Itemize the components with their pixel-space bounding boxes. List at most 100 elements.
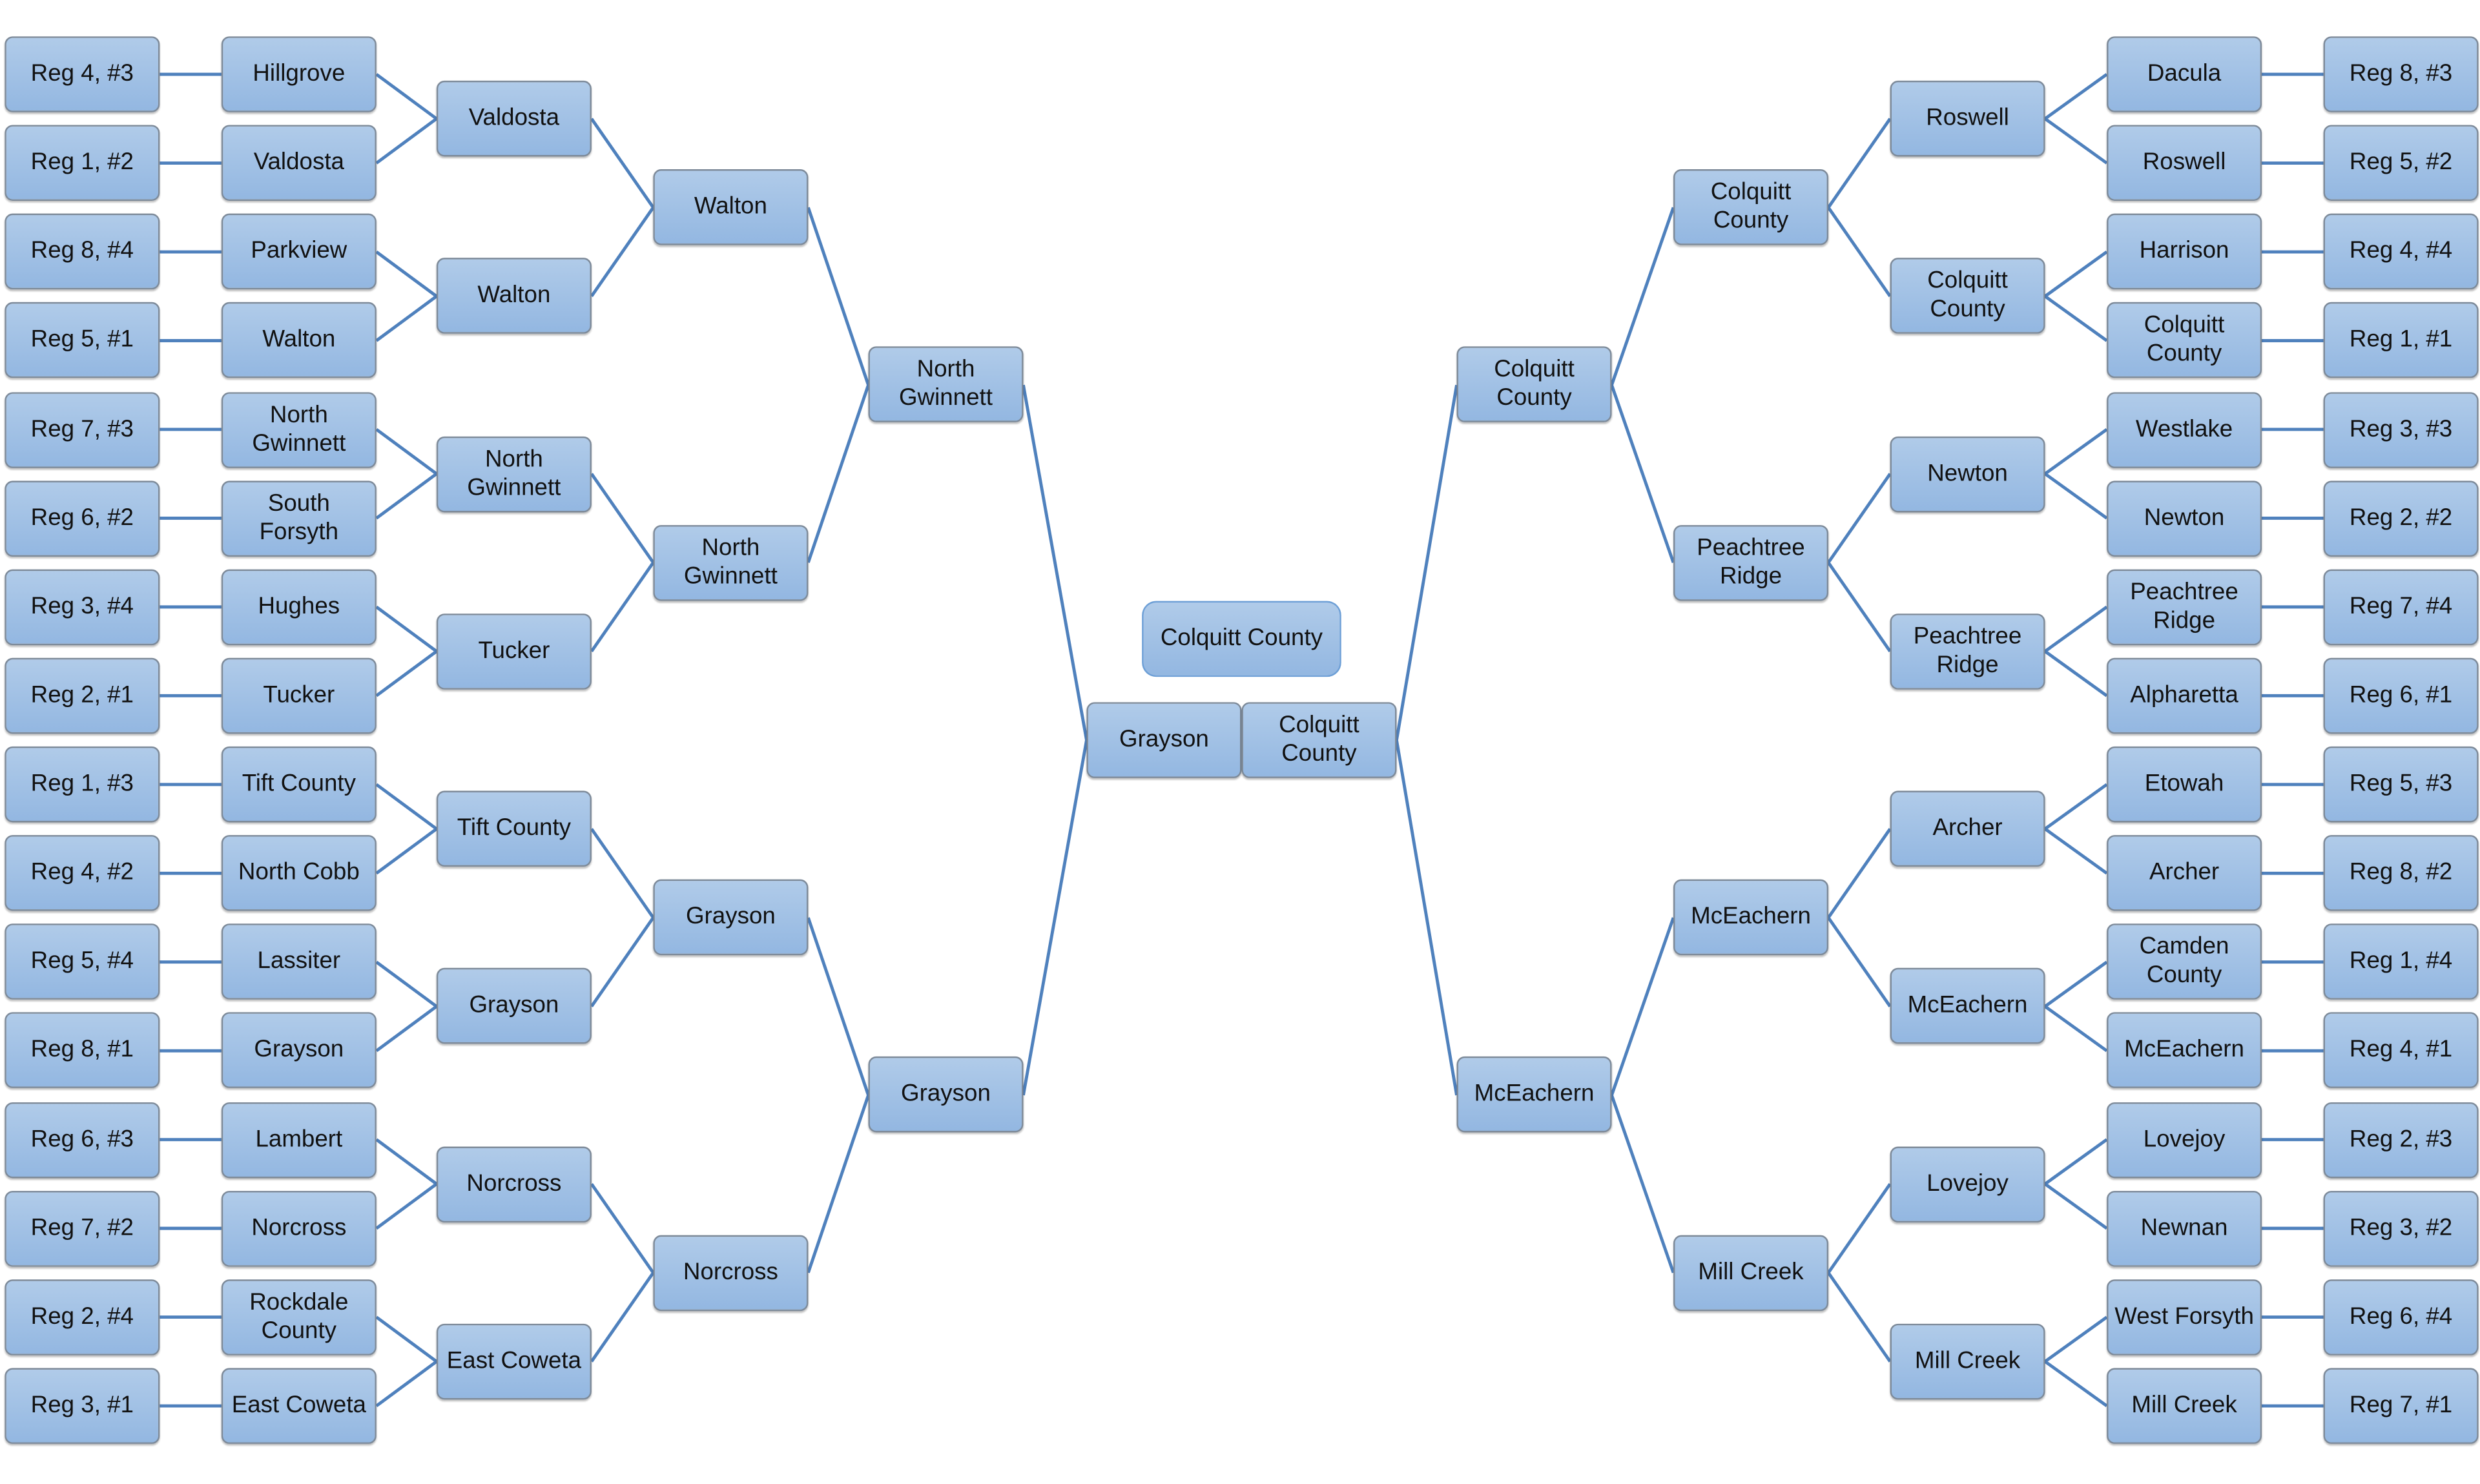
connector-line: [2044, 117, 2108, 165]
connector-line: [2044, 605, 2108, 653]
right-round1-box: Archer: [2107, 835, 2262, 912]
connector-line: [807, 917, 870, 1096]
left-round2-box: Tift County: [436, 790, 592, 867]
connector-line: [590, 561, 655, 653]
right-seed-box: Reg 1, #4: [2323, 923, 2479, 1000]
right-round2-box: McEachern: [1890, 968, 2045, 1045]
left-round1-box: Parkview: [221, 214, 377, 290]
right-round4-box: McEachern: [1456, 1057, 1612, 1133]
left-round1-box: Norcross: [221, 1190, 377, 1266]
left-round3-box: North Gwinnett: [653, 524, 809, 601]
connector-line: [1610, 384, 1675, 563]
connector-line: [807, 207, 870, 386]
connector-line: [1022, 739, 1088, 1096]
left-round1-box: East Coweta: [221, 1368, 377, 1444]
connector-line: [1827, 828, 1892, 919]
connector-line: [375, 783, 438, 830]
connector-line: [1610, 207, 1675, 386]
left-round2-box: Valdosta: [436, 81, 592, 157]
left-round1-box: South Forsyth: [221, 480, 377, 557]
left-seed-box: Reg 5, #4: [5, 923, 160, 1000]
connector-line: [1395, 739, 1458, 1096]
left-round1-box: North Gwinnett: [221, 391, 377, 468]
left-seed-box: Reg 4, #2: [5, 835, 160, 912]
right-round3-box: Colquitt County: [1673, 169, 1829, 246]
right-round1-box: Dacula: [2107, 36, 2262, 112]
left-round3-box: Grayson: [653, 880, 809, 956]
right-seed-box: Reg 3, #3: [2323, 391, 2479, 468]
connector-line: [375, 1360, 438, 1408]
connector-line: [2044, 1315, 2108, 1363]
connector-line: [1827, 118, 1892, 209]
connector-line: [375, 117, 438, 165]
left-round2-box: North Gwinnett: [436, 435, 592, 512]
connector-line: [375, 1005, 438, 1053]
left-round2-box: Norcross: [436, 1146, 592, 1222]
connector-line: [590, 916, 655, 1007]
right-seed-box: Reg 3, #2: [2323, 1190, 2479, 1266]
right-seed-box: Reg 2, #2: [2323, 480, 2479, 557]
connector-line: [375, 73, 438, 120]
connector-line: [375, 428, 438, 475]
left-round1-box: Grayson: [221, 1013, 377, 1089]
right-seed-box: Reg 6, #1: [2323, 657, 2479, 734]
right-round1-box: Harrison: [2107, 214, 2262, 290]
connector-line: [1610, 917, 1675, 1096]
right-round2-box: Lovejoy: [1890, 1146, 2045, 1222]
connector-line: [375, 827, 438, 875]
left-round1-box: Tucker: [221, 657, 377, 734]
connector-line: [1827, 916, 1892, 1007]
connector-line: [2044, 650, 2108, 697]
right-round1-box: Mill Creek: [2107, 1368, 2262, 1444]
connector-line: [1395, 384, 1458, 741]
right-round1-box: Peachtree Ridge: [2107, 569, 2262, 645]
right-round2-box: Newton: [1890, 435, 2045, 512]
connector-line: [590, 1272, 655, 1363]
left-seed-box: Reg 3, #4: [5, 569, 160, 645]
connector-line: [590, 118, 655, 209]
connector-line: [2044, 827, 2108, 875]
connector-line: [375, 650, 438, 697]
connector-line: [1827, 1272, 1892, 1363]
left-seed-box: Reg 7, #2: [5, 1190, 160, 1266]
left-round2-box: Walton: [436, 258, 592, 335]
connector-line: [2044, 783, 2108, 830]
right-round3-box: McEachern: [1673, 880, 1829, 956]
right-round1-box: Newnan: [2107, 1190, 2262, 1266]
connector-line: [375, 1315, 438, 1363]
right-round1-box: Etowah: [2107, 747, 2262, 823]
right-round1-box: Roswell: [2107, 125, 2262, 201]
connector-line: [375, 960, 438, 1008]
connector-line: [590, 828, 655, 919]
right-seed-box: Reg 1, #1: [2323, 302, 2479, 379]
left-round4-box: Grayson: [868, 1057, 1024, 1133]
connector-line: [375, 1182, 438, 1230]
connector-line: [1827, 473, 1892, 564]
left-seed-box: Reg 4, #3: [5, 36, 160, 112]
right-round1-box: Lovejoy: [2107, 1101, 2262, 1178]
right-round2-box: Peachtree Ridge: [1890, 613, 2045, 690]
left-round2-box: Grayson: [436, 968, 592, 1045]
connector-line: [375, 251, 438, 298]
left-round1-box: Rockdale County: [221, 1279, 377, 1355]
right-round2-box: Roswell: [1890, 81, 2045, 157]
right-round1-box: Camden County: [2107, 923, 2262, 1000]
right-seed-box: Reg 6, #4: [2323, 1279, 2479, 1355]
right-round4-box: Colquitt County: [1456, 347, 1612, 423]
left-round1-box: Lassiter: [221, 923, 377, 1000]
connector-line: [807, 384, 870, 563]
left-round1-box: North Cobb: [221, 835, 377, 912]
right-round1-box: West Forsyth: [2107, 1279, 2262, 1355]
left-round1-box: Walton: [221, 302, 377, 379]
left-round3-box: Norcross: [653, 1235, 809, 1311]
connector-line: [2044, 428, 2108, 475]
left-seed-box: Reg 5, #1: [5, 302, 160, 379]
left-round3-box: Walton: [653, 169, 809, 246]
connector-line: [375, 605, 438, 653]
connector-line: [1022, 384, 1088, 741]
connector-line: [2044, 1005, 2108, 1053]
right-round2-box: Colquitt County: [1890, 258, 2045, 335]
connector-line: [2044, 1360, 2108, 1408]
right-seed-box: Reg 5, #2: [2323, 125, 2479, 201]
